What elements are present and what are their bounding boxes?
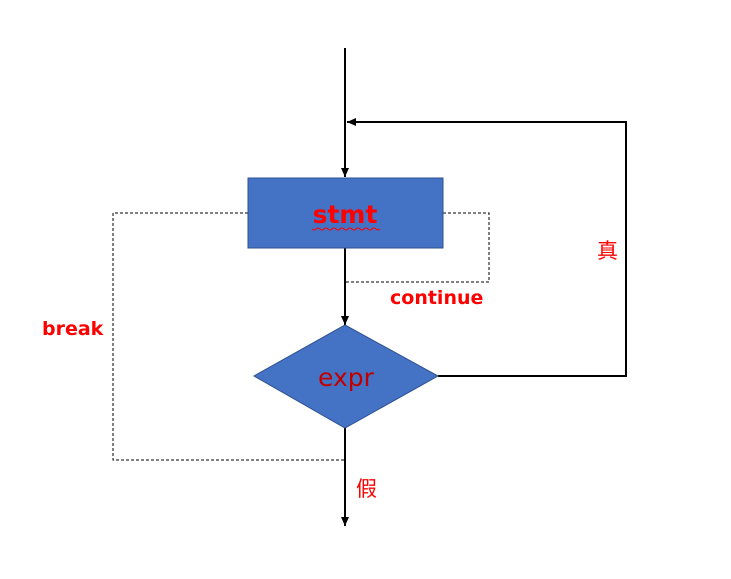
- expr-node-label: expr: [318, 363, 375, 392]
- expr-node: [252, 324, 440, 429]
- false-label: 假: [356, 477, 377, 501]
- true-label: 真: [597, 239, 618, 263]
- true-loop-path: [347, 118, 627, 377]
- stmt-node: [247, 177, 444, 249]
- break-label: break: [42, 318, 104, 340]
- stmt-node-label: stmt: [313, 200, 378, 229]
- break-dashed-path: [112, 212, 345, 461]
- stmt-spellcheck-underline: [311, 227, 381, 231]
- continue-dashed-path: [345, 212, 490, 283]
- continue-label: continue: [390, 287, 483, 309]
